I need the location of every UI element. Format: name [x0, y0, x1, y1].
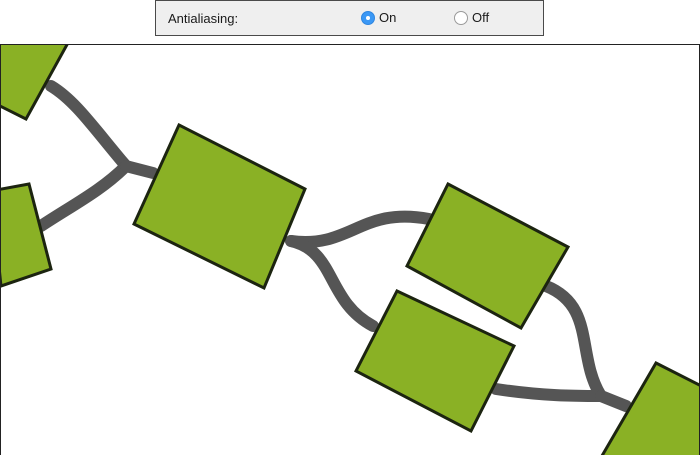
edge-4	[285, 210, 435, 248]
node-2[interactable]	[1, 182, 53, 288]
edge-1	[45, 80, 132, 172]
radio-selected-icon[interactable]	[361, 10, 375, 25]
nodes	[1, 45, 700, 455]
node-4[interactable]	[405, 181, 571, 331]
edge-5	[285, 235, 379, 332]
graph-canvas[interactable]	[0, 44, 700, 455]
edge-3	[120, 160, 159, 179]
antialiasing-toolbar: Antialiasing: On Off	[155, 0, 544, 36]
graph-svg	[1, 45, 700, 455]
antialiasing-label: Antialiasing:	[168, 11, 239, 26]
radio-unselected-icon[interactable]	[454, 10, 468, 25]
antialiasing-on-label: On	[379, 10, 397, 25]
edge-6	[540, 280, 607, 402]
antialiasing-off-label: Off	[472, 10, 490, 25]
edges	[35, 80, 632, 412]
edge-2	[35, 160, 132, 232]
edge-8	[595, 390, 632, 412]
node-3[interactable]	[132, 122, 307, 291]
node-6[interactable]	[599, 361, 700, 455]
antialiasing-on-radio[interactable]: On	[361, 10, 396, 25]
antialiasing-off-radio[interactable]: Off	[454, 10, 489, 25]
node-5[interactable]	[353, 289, 517, 434]
node-1[interactable]	[1, 45, 69, 121]
edge-7	[490, 383, 607, 402]
